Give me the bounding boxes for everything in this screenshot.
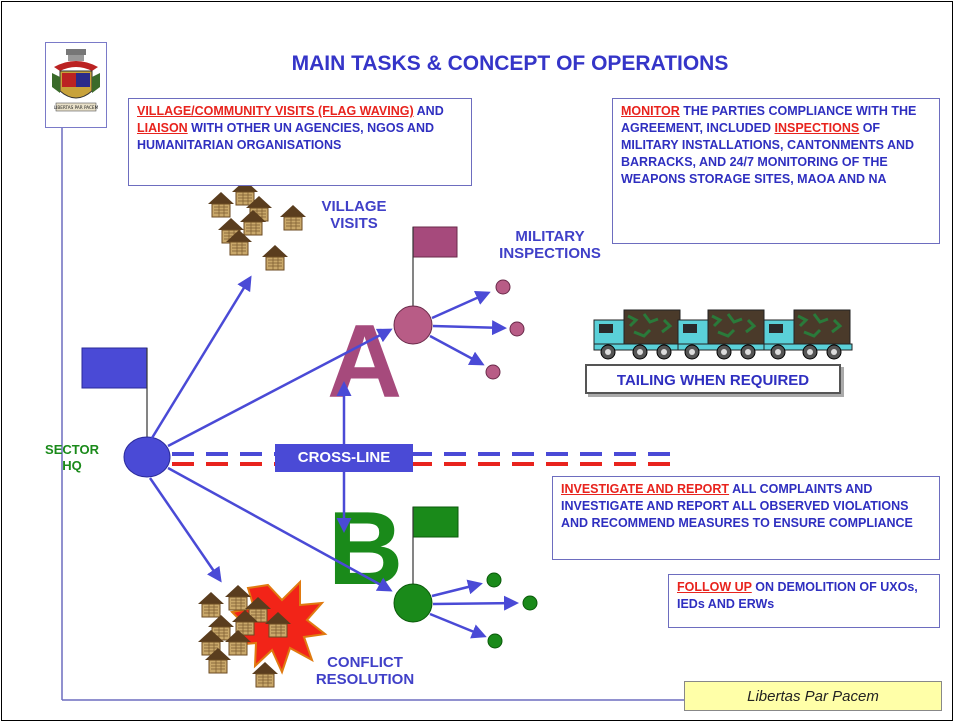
village-liaison-box: VILLAGE/COMMUNITY VISITS (FLAG WAVING) A… <box>128 98 472 186</box>
conflict-resolution-label: CONFLICT RESOLUTION <box>315 654 415 688</box>
node-a-target-1 <box>495 279 511 295</box>
arrow-to-node-b <box>167 466 393 592</box>
node-b-target-1 <box>486 572 502 588</box>
monitor-text-2: OF MILITARY INSTALLATIONS, CANTONMENTS A… <box>621 121 915 186</box>
node-a-target-3 <box>485 364 501 380</box>
arrow-b-2 <box>432 595 519 611</box>
sector-hq-flag <box>81 347 148 389</box>
node-b-target-2 <box>522 595 538 611</box>
arrow-a-3 <box>429 334 485 366</box>
follow-up-text: ON DEMOLITION OF UXOs, IEDs AND ERWs <box>677 580 918 611</box>
investigate-text: ALL COMPLAINTS AND INVESTIGATE AND REPOR… <box>561 482 913 530</box>
letter-a: A <box>327 304 402 420</box>
node-b-flag <box>412 506 459 538</box>
cross-line-label: CROSS-LINE <box>275 444 413 472</box>
sector-hq-node <box>123 436 171 478</box>
village-huts-icon <box>207 179 307 271</box>
page-title: MAIN TASKS & CONCEPT OF OPERATIONS <box>291 52 729 75</box>
liaison-highlight: LIAISON <box>137 121 188 135</box>
crest-logo: LIBERTAS PAR PACEM <box>45 42 107 128</box>
crest-ribbon-text: LIBERTAS PAR PACEM <box>54 105 99 110</box>
node-b-target-3 <box>487 633 503 649</box>
village-text-1: AND <box>413 104 444 118</box>
truck-icon-2 <box>676 308 768 361</box>
arrow-to-conflict-resolution <box>148 477 222 583</box>
tailing-label: TAILING WHEN REQUIRED <box>585 364 841 394</box>
letter-b: B <box>328 491 403 607</box>
military-inspections-label: MILITARY INSPECTIONS <box>499 228 601 262</box>
monitor-box: MONITOR THE PARTIES COMPLIANCE WITH THE … <box>612 98 940 244</box>
village-visits-label: VILLAGE VISITS <box>321 198 387 232</box>
truck-icon-3 <box>762 308 854 361</box>
node-a <box>393 305 433 345</box>
follow-up-highlight: FOLLOW UP <box>677 580 752 594</box>
monitor-highlight: MONITOR <box>621 104 680 118</box>
arrow-to-node-a <box>167 328 393 448</box>
arrow-b-3 <box>429 612 487 639</box>
follow-up-box: FOLLOW UP ON DEMOLITION OF UXOs, IEDs AN… <box>668 574 940 628</box>
motto-box: Libertas Par Pacem <box>684 681 942 711</box>
village-highlight: VILLAGE/COMMUNITY VISITS (FLAG WAVING) <box>137 104 414 118</box>
investigate-box: INVESTIGATE AND REPORT ALL COMPLAINTS AN… <box>552 476 940 560</box>
arrow-b-1 <box>431 579 483 598</box>
node-a-flag <box>412 226 458 258</box>
node-b <box>393 583 433 623</box>
arrow-to-village-visits <box>150 275 252 439</box>
arrow-a-2 <box>432 320 507 336</box>
investigate-highlight: INVESTIGATE AND REPORT <box>561 482 730 496</box>
village-text-2: WITH OTHER UN AGENCIES, NGOS AND HUMANIT… <box>137 121 435 152</box>
node-a-target-2 <box>509 321 525 337</box>
truck-icon-1 <box>592 308 684 361</box>
inspections-highlight: INSPECTIONS <box>774 121 860 135</box>
sector-hq-label: SECTOR HQ <box>45 442 99 473</box>
arrow-a-1 <box>431 291 491 320</box>
monitor-text-1: THE PARTIES COMPLIANCE WITH THE AGREEMEN… <box>621 104 917 135</box>
